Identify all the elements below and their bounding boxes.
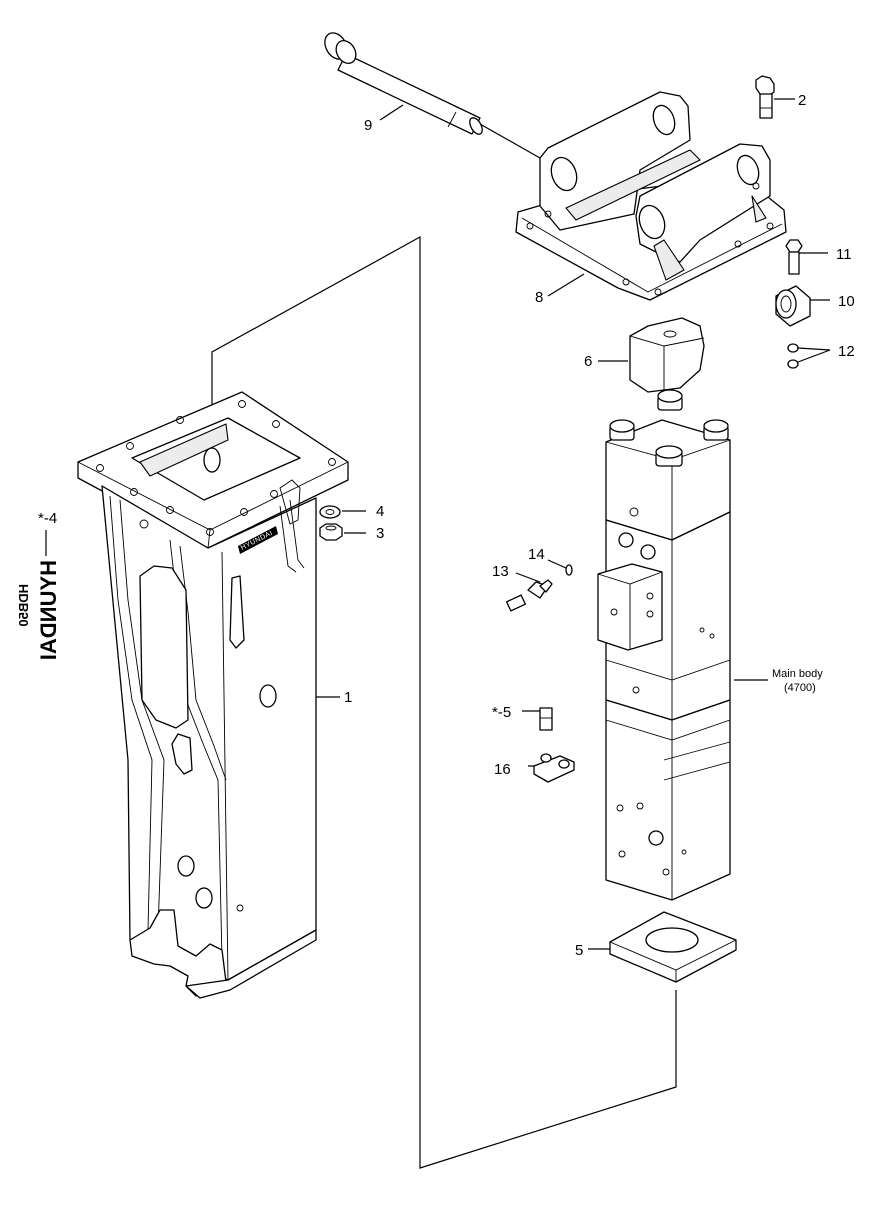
decal-model-text: HDB50	[16, 584, 31, 627]
main-body-name: Main body	[772, 668, 823, 680]
label-1: 1	[344, 689, 352, 706]
plate-part-5	[609, 911, 737, 983]
leader-14	[547, 559, 567, 569]
label-14: 14	[528, 546, 545, 563]
hose-part-star5	[477, 594, 553, 731]
clamp-part-16	[533, 753, 575, 783]
leader-9	[379, 104, 404, 121]
label-4: 4	[376, 503, 384, 520]
leader-12	[797, 347, 831, 363]
label-6: 6	[584, 353, 592, 370]
top-nut-3	[703, 419, 729, 441]
label-3: 3	[376, 525, 384, 542]
leader-8	[547, 273, 585, 297]
main-body-assembly	[597, 389, 731, 901]
assembly-bracket-line	[211, 235, 677, 1169]
bolt-part-11	[785, 239, 803, 275]
label-13: 13	[492, 563, 509, 580]
label-8: 8	[535, 289, 543, 306]
label-9: 9	[364, 117, 372, 134]
decal-brand-text: HYUNDAI	[36, 560, 61, 660]
nut-part-3	[319, 523, 343, 541]
housing-part-1: HYUNDAI	[77, 391, 349, 999]
washer-part-4	[319, 505, 341, 519]
top-nut-4	[655, 445, 683, 467]
label-10: 10	[838, 293, 855, 310]
label-star4: *-4	[38, 510, 57, 527]
top-nut-1	[657, 389, 683, 411]
nuts-part-12	[787, 343, 799, 369]
damper-part-6	[629, 317, 705, 393]
bracket-part-8	[515, 91, 787, 301]
bolt-part-2	[755, 75, 775, 119]
label-11: 11	[836, 246, 852, 263]
collar-part-10	[775, 285, 811, 327]
top-nut-2	[609, 419, 635, 441]
fitting-part-13	[527, 579, 553, 599]
decal-part-star4: HYUNDAI HDB50	[16, 560, 61, 660]
main-body-code: (4700)	[784, 682, 816, 694]
leader-13	[515, 572, 541, 583]
label-2: 2	[798, 92, 806, 109]
leader-lines	[45, 98, 831, 1169]
label-12: 12	[838, 343, 855, 360]
pin-axis-line	[479, 123, 541, 159]
o-ring-part-14	[565, 564, 573, 576]
part-number-labels: 1 2 3 4 5 6 8 9 10 11 12 13 14 16 *-4 *-…	[38, 92, 855, 959]
label-star5: *-5	[492, 704, 511, 721]
label-16: 16	[494, 761, 511, 778]
label-5: 5	[575, 942, 583, 959]
pin-part-9	[324, 32, 483, 135]
